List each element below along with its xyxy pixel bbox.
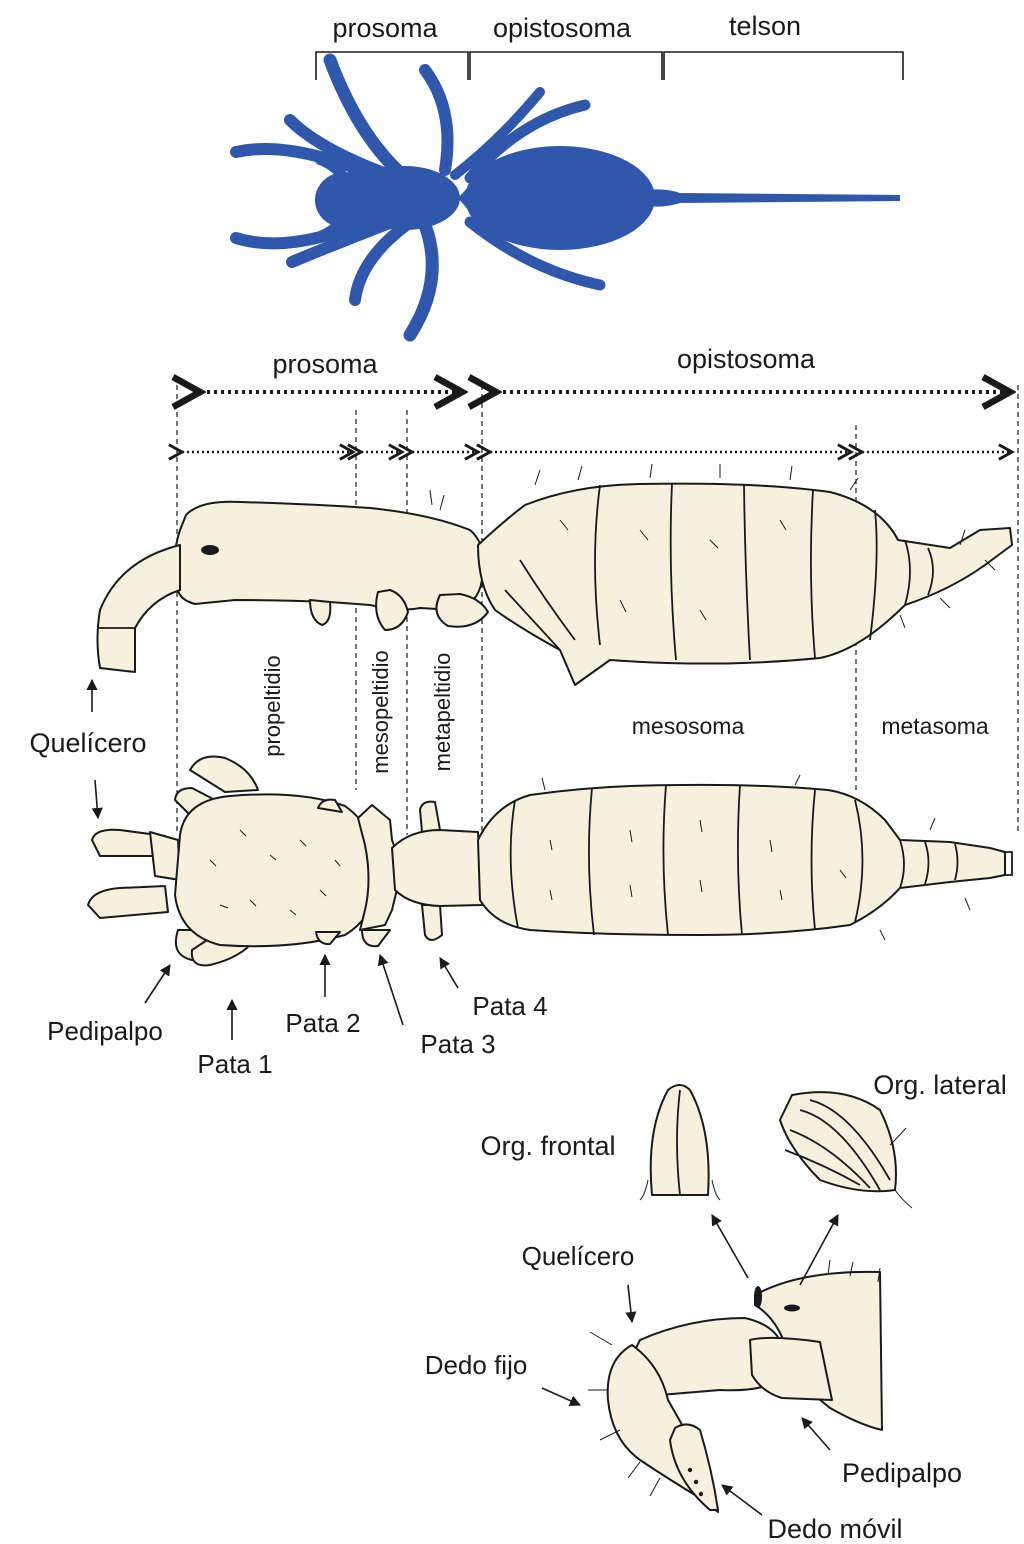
top-label-prosoma: prosoma <box>332 13 438 43</box>
lateral-prosoma <box>174 502 483 610</box>
dorsal-leg-upper-1 <box>190 757 258 793</box>
dorsal-pedipalp-lower <box>88 886 168 918</box>
label-prosoma: prosoma <box>272 349 378 379</box>
lateral-view <box>98 464 1013 685</box>
dorsal-leg3-lower <box>362 930 390 946</box>
top-label-telson: telson <box>729 11 801 41</box>
label-metasoma: metasoma <box>881 713 989 739</box>
label-mesosoma: mesosoma <box>632 713 745 739</box>
label-propeltidio: propeltidio <box>260 655 285 757</box>
silhouette-telson <box>648 189 900 206</box>
top-brackets <box>316 52 903 80</box>
lateral-leg-stub-1 <box>310 600 330 625</box>
org-frontal-drawing <box>640 1085 720 1200</box>
lateral-leg-stub-3 <box>436 594 488 627</box>
dorsal-metapeltidium <box>392 830 482 906</box>
dorsal-leg4-upper <box>420 802 440 832</box>
label-pata3: Pata 3 <box>420 1029 495 1059</box>
lateral-chelicera <box>98 545 181 672</box>
label-pata1: Pata 1 <box>197 1049 272 1079</box>
label-opistosoma: opistosoma <box>677 344 816 374</box>
label-detail-pedipalpo: Pedipalpo <box>842 1458 962 1488</box>
dorsal-propeltidium <box>175 794 380 946</box>
label-quelicero: Quelícero <box>29 728 146 758</box>
label-detail-quelicero: Quelícero <box>522 1241 635 1271</box>
top-label-opistosoma: opistosoma <box>493 13 632 43</box>
top-silhouette: prosoma opistosoma telson <box>236 11 903 335</box>
org-lateral-drawing <box>780 1092 912 1208</box>
label-pata4: Pata 4 <box>472 991 547 1021</box>
label-dedo-movil: Dedo móvil <box>767 1514 902 1544</box>
label-pata2: Pata 2 <box>285 1008 360 1038</box>
label-org-frontal: Org. frontal <box>480 1131 615 1161</box>
dorsal-leg4-lower <box>422 905 442 940</box>
label-pedipalpo: Pedipalpo <box>47 1016 163 1046</box>
chelicera-detail-drawing <box>588 1260 882 1512</box>
label-org-lateral: Org. lateral <box>873 1070 1007 1100</box>
label-metapeltidio: metapeltidio <box>430 653 455 772</box>
label-dedo-fijo: Dedo fijo <box>425 1350 528 1380</box>
lateral-eye <box>201 545 219 555</box>
dorsal-view <box>88 757 1012 966</box>
dorsal-chelicera <box>150 832 180 880</box>
silhouette-prosoma <box>350 166 460 230</box>
silhouette-opistosoma <box>465 146 655 250</box>
label-mesopeltidio: mesopeltidio <box>368 650 393 774</box>
dorsal-opistosoma <box>478 785 1005 935</box>
